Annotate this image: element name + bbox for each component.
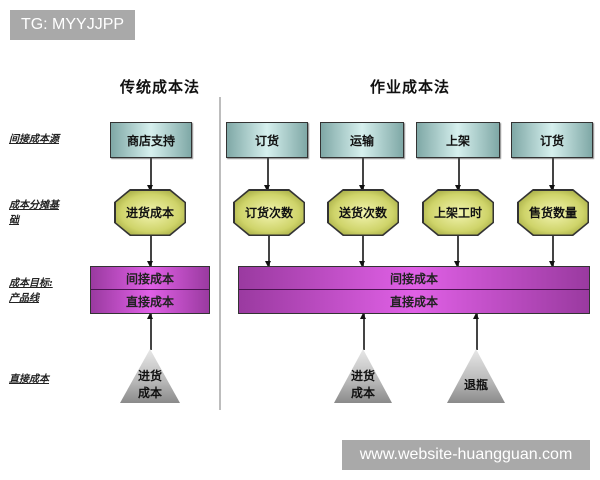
traditional-direct-cost: 直接成本 [125, 295, 174, 309]
activity-direct-cost: 直接成本 [389, 295, 438, 309]
row-label-cost-object-line2: 产品线 [9, 293, 39, 304]
row-label-allocation-basis-line2: 础 [9, 215, 19, 226]
row-label-direct-cost: 直接成本 [9, 374, 49, 385]
row-label-indirect-cost-source: 间接成本源 [9, 134, 59, 145]
activity-indirect-cost: 间接成本 [239, 267, 589, 290]
row-label-cost-object-line1: 成本目标: [9, 278, 53, 289]
watermark-top-left: TG: MYYJJPP [10, 10, 135, 40]
traditional-costing-title: 传统成本法 [119, 78, 200, 96]
activity-driver-octagon-order-count: 订货次数 [234, 190, 304, 235]
traditional-direct-input-label: 进货 成本 [120, 360, 180, 402]
activity-cost-band: 间接成本 直接成本 [238, 266, 590, 314]
traditional-cost-band: 间接成本 直接成本 [90, 266, 210, 314]
row-label-allocation-basis: 成本分摊基 础 [9, 198, 59, 228]
activity-direct-input-label-purchase: 进货 成本 [334, 360, 392, 402]
arrow-down-icon [549, 236, 555, 267]
traditional-driver-octagon: 进货成本 [115, 190, 185, 235]
arrow-down-icon [359, 158, 365, 191]
watermark-bottom-right: www.website-huangguan.com [342, 440, 590, 470]
activity-source-box-ordering: 订货 [226, 122, 308, 158]
traditional-direct-input-line2: 成本 [137, 386, 162, 400]
activity-direct-input-line1: 进货 [350, 369, 375, 383]
arrow-down-icon [359, 236, 365, 267]
activity-driver-octagon-delivery-count: 送货次数 [328, 190, 398, 235]
activity-direct-input-line2: 成本 [350, 386, 375, 400]
row-label-cost-object: 成本目标: 产品线 [9, 276, 53, 306]
activity-source-box-ordering-2: 订货 [511, 122, 593, 158]
arrow-down-icon [549, 158, 555, 191]
activity-direct-input-label-bottle-return: 退瓶 [447, 360, 505, 394]
arrow-up-icon [360, 313, 366, 350]
arrow-down-icon [147, 158, 153, 191]
activity-based-costing-title: 作业成本法 [369, 78, 450, 96]
arrow-down-icon [265, 236, 271, 267]
activity-direct-input-line1: 退瓶 [463, 378, 488, 392]
activity-driver-octagon-sales-quantity: 售货数量 [518, 190, 588, 235]
activity-source-box-shelving: 上架 [416, 122, 500, 158]
activity-source-box-transport: 运输 [320, 122, 404, 158]
traditional-indirect-cost: 间接成本 [91, 267, 209, 290]
traditional-direct-input-line1: 进货 [137, 369, 162, 383]
arrow-up-icon [473, 313, 479, 350]
arrow-down-icon [454, 236, 460, 267]
arrow-down-icon [264, 158, 270, 191]
section-divider [219, 97, 221, 410]
traditional-source-box: 商店支持 [110, 122, 192, 158]
arrow-up-icon [147, 313, 153, 350]
arrow-down-icon [455, 158, 461, 191]
activity-driver-octagon-shelving-hours: 上架工时 [423, 190, 493, 235]
arrow-down-icon [147, 236, 153, 267]
row-label-allocation-basis-line1: 成本分摊基 [9, 200, 59, 211]
